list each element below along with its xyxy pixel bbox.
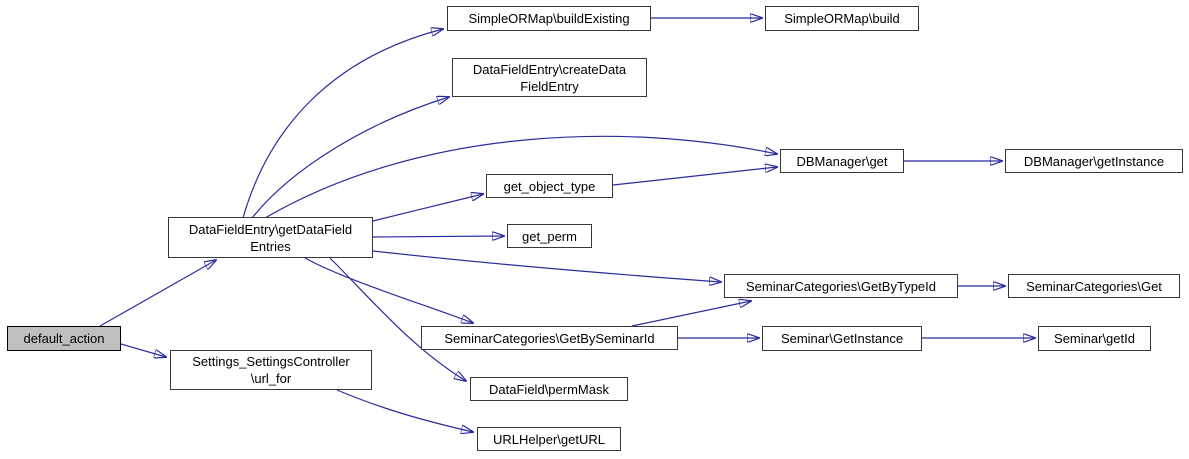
node-seminar-getinstance[interactable]: Seminar\GetInstance: [762, 326, 922, 351]
node-seminar-getid-label: Seminar\getId: [1054, 331, 1135, 346]
node-get-perm-label: get_perm: [522, 228, 577, 244]
node-seminar-getinstance-label: Seminar\GetInstance: [780, 331, 904, 346]
node-datafieldentry-getdatafieldentries[interactable]: DataFieldEntry\getDataField Entries: [168, 217, 373, 258]
edge-default_action-url_for: [120, 343, 166, 357]
node-simpleormap-buildexisting[interactable]: SimpleORMap\buildExisting: [447, 6, 651, 31]
node-get-object-type-label: get_object_type: [503, 178, 596, 194]
node-datafieldentry-createdatafieldentry[interactable]: DataFieldEntry\createData FieldEntry: [452, 58, 647, 97]
node-seminarcategories-getbytypeid[interactable]: SeminarCategories\GetByTypeId: [724, 274, 958, 298]
edge-default_action-getDataFieldEntries: [99, 260, 216, 327]
node-datafield-permmask-label: DataField\permMask: [489, 381, 609, 397]
edge-getDataFieldEntries-permMask: [329, 257, 466, 381]
node-default-action[interactable]: default_action: [7, 326, 121, 351]
edge-getDataFieldEntries-buildExisting: [242, 29, 443, 219]
node-seminarcategories-get-label: SeminarCategories\Get: [1026, 278, 1162, 294]
node-get-object-type[interactable]: get_object_type: [486, 174, 613, 198]
node-seminar-getid[interactable]: Seminar\getId: [1038, 326, 1151, 351]
node-urlhelper-geturl[interactable]: URLHelper\getURL: [477, 427, 621, 451]
edge-url_for-getURL: [336, 389, 473, 432]
node-default-action-label: default_action: [23, 331, 105, 346]
edge-getDataFieldEntries-get_object_type: [372, 194, 483, 222]
node-urlhelper-geturl-label: URLHelper\getURL: [493, 431, 605, 447]
node-datafieldentry-getdatafieldentries-label: DataFieldEntry\getDataField Entries: [188, 221, 353, 254]
node-simpleormap-build[interactable]: SimpleORMap\build: [765, 6, 919, 31]
node-simpleormap-build-label: SimpleORMap\build: [784, 11, 900, 26]
edge-getDataFieldEntries-dbmanager_get: [264, 135, 777, 219]
node-seminarcategories-get[interactable]: SeminarCategories\Get: [1008, 274, 1180, 298]
node-settings-settingscontroller-url-for-label: Settings_SettingsController \url_for: [192, 354, 350, 386]
edge-getDataFieldEntries-createDataFieldEntry: [251, 97, 449, 219]
node-settings-settingscontroller-url-for[interactable]: Settings_SettingsController \url_for: [170, 350, 372, 390]
edge-get_object_type-dbmanager_get: [612, 167, 777, 186]
node-datafieldentry-createdatafieldentry-label: DataFieldEntry\createData FieldEntry: [472, 61, 627, 94]
node-simpleormap-buildexisting-label: SimpleORMap\buildExisting: [468, 11, 630, 26]
edge-getDataFieldEntries-getBySeminarId: [304, 257, 473, 323]
node-dbmanager-get-label: DBManager\get: [796, 153, 888, 169]
node-dbmanager-getinstance-label: DBManager\getInstance: [1023, 153, 1165, 169]
edge-getDataFieldEntries-getByTypeId: [372, 250, 721, 282]
node-datafield-permmask[interactable]: DataField\permMask: [470, 377, 628, 401]
edge-getBySeminarId-getByTypeId: [631, 301, 751, 327]
node-get-perm[interactable]: get_perm: [507, 224, 592, 248]
node-seminarcategories-getbytypeid-label: SeminarCategories\GetByTypeId: [745, 278, 937, 294]
node-dbmanager-getinstance[interactable]: DBManager\getInstance: [1005, 149, 1183, 173]
node-seminarcategories-getbyseminarid[interactable]: SeminarCategories\GetBySeminarId: [421, 326, 678, 350]
node-seminarcategories-getbyseminarid-label: SeminarCategories\GetBySeminarId: [444, 330, 655, 346]
node-dbmanager-get[interactable]: DBManager\get: [780, 149, 904, 173]
edge-getDataFieldEntries-get_perm: [372, 236, 504, 237]
